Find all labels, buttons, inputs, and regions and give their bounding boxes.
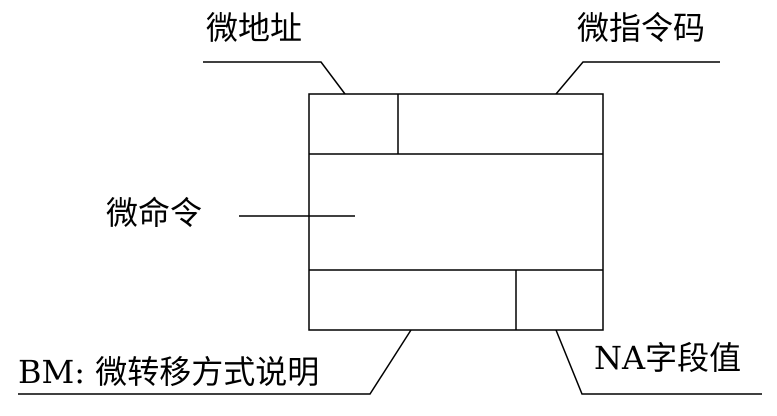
micro-address-label: 微地址	[206, 9, 303, 47]
micro-opcode-label: 微指令码	[577, 9, 706, 47]
bm-label: BM: 微转移方式说明	[18, 353, 320, 391]
na-leader	[555, 329, 762, 395]
micro-command-label: 微命令	[106, 194, 203, 232]
bm-leader	[18, 329, 412, 395]
micro-address-leader	[203, 61, 346, 95]
micro-opcode-leader	[555, 61, 720, 95]
microinstruction-box	[308, 93, 604, 331]
na-label: NA字段值	[594, 339, 742, 377]
